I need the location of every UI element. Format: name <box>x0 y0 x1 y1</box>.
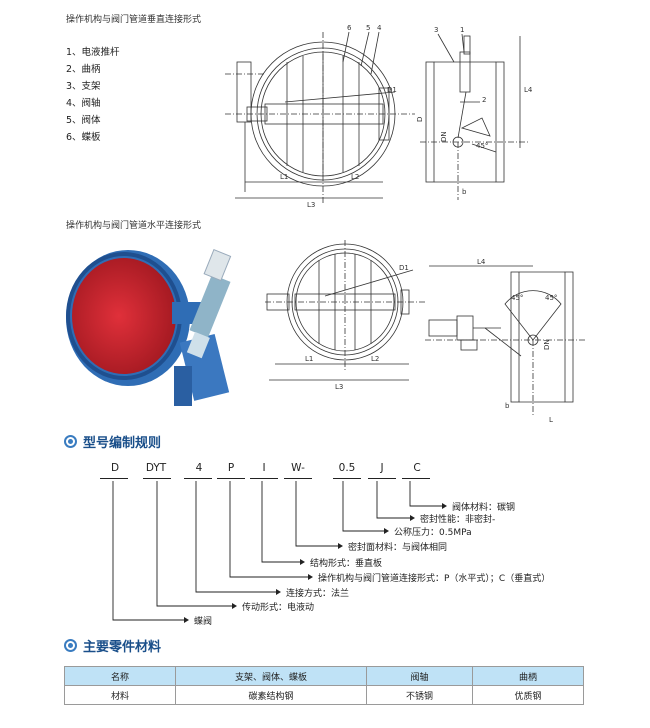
bullet-icon <box>64 435 77 448</box>
code-item: J <box>380 462 384 474</box>
valve-photo <box>66 248 232 406</box>
svg-text:L2: L2 <box>371 355 379 363</box>
svg-text:L1: L1 <box>280 173 288 181</box>
bullet-icon <box>64 639 77 652</box>
code-underline <box>284 478 312 479</box>
svg-text:45°: 45° <box>476 142 488 150</box>
svg-text:b: b <box>462 188 467 196</box>
table-header-cell: 支架、阀体、蝶板 <box>175 666 367 686</box>
svg-text:1: 1 <box>460 26 464 34</box>
model-section-title: 型号编制规则 <box>64 432 161 451</box>
part-item: 4、阀轴 <box>66 98 101 109</box>
part-item: 1、电液推杆 <box>66 47 120 58</box>
svg-text:L3: L3 <box>335 383 343 391</box>
svg-text:3: 3 <box>434 26 438 34</box>
model-desc: 操作机构与阀门管道连接形式：P（水平式）；C（垂直式） <box>318 574 551 584</box>
model-desc: 公称压力：0.5MPa <box>394 528 472 538</box>
table-header-cell: 曲柄 <box>472 666 584 686</box>
code-item: DYT <box>145 462 167 474</box>
part-item: 5、阀体 <box>66 115 101 126</box>
table-cell: 材料 <box>64 685 176 705</box>
table-cell: 不锈钢 <box>366 685 473 705</box>
table-header-row: 名称 支架、阀体、蝶板 阀轴 曲柄 <box>64 666 584 686</box>
code-item: 4 <box>195 462 203 474</box>
part-item: 3、支架 <box>66 81 101 92</box>
svg-text:L4: L4 <box>524 86 533 94</box>
model-desc: 连接方式：法兰 <box>286 589 350 599</box>
svg-text:6: 6 <box>347 24 352 32</box>
code-item: C <box>413 462 421 474</box>
code-underline <box>143 478 171 479</box>
code-underline <box>100 478 128 479</box>
caption-vertical: 操作机构与阀门管道垂直连接形式 <box>66 15 202 25</box>
svg-text:2: 2 <box>482 96 486 104</box>
model-desc: 阀体材料：碳钢 <box>452 503 516 513</box>
part-item: 6、蝶板 <box>66 132 101 143</box>
svg-text:45°: 45° <box>545 294 557 302</box>
svg-text:5: 5 <box>366 24 370 32</box>
svg-text:b: b <box>505 402 510 410</box>
code-item: P <box>227 462 235 474</box>
model-desc: 传动形式：电液动 <box>242 603 315 613</box>
svg-text:DN: DN <box>440 131 448 142</box>
code-item: I <box>262 462 266 474</box>
code-item: 0.5 <box>338 462 356 474</box>
horizontal-side-drawing: L4 45° 45° DN bL <box>425 258 585 424</box>
model-desc: 蝶阀 <box>194 617 213 627</box>
table-cell: 碳素结构钢 <box>175 685 367 705</box>
materials-section-title: 主要零件材料 <box>64 636 161 655</box>
code-underline <box>402 478 430 479</box>
table-cell: 优质钢 <box>472 685 584 705</box>
table-header-cell: 阀轴 <box>366 666 473 686</box>
parts-list: 1、电液推杆 2、曲柄 3、支架 4、阀轴 5、阀体 6、蝶板 <box>66 44 120 146</box>
code-underline <box>217 478 245 479</box>
code-item: D <box>110 462 120 474</box>
svg-text:D1: D1 <box>387 86 397 94</box>
part-item: 2、曲柄 <box>66 64 101 75</box>
svg-text:L4: L4 <box>477 258 486 266</box>
svg-text:4: 4 <box>377 24 382 32</box>
model-desc: 密封面材料：与阀体相同 <box>348 543 448 553</box>
svg-text:L1: L1 <box>305 355 313 363</box>
caption-horizontal: 操作机构与阀门管道水平连接形式 <box>66 221 202 231</box>
svg-text:L3: L3 <box>307 201 315 209</box>
vertical-side-drawing: 3 1 2 L4D DN 45° b <box>416 26 533 200</box>
svg-text:D: D <box>416 117 424 122</box>
svg-text:L2: L2 <box>351 173 359 181</box>
model-desc: 结构形式：垂直板 <box>310 559 383 569</box>
model-desc: 密封性能：非密封- <box>420 515 496 525</box>
svg-text:D1: D1 <box>399 264 409 272</box>
code-underline <box>333 478 361 479</box>
svg-text:L: L <box>549 416 553 424</box>
code-underline <box>184 478 212 479</box>
table-header-cell: 名称 <box>64 666 176 686</box>
code-underline <box>250 478 278 479</box>
code-item: W- <box>291 462 305 474</box>
code-underline <box>368 478 396 479</box>
svg-text:45°: 45° <box>511 294 523 302</box>
table-row: 材料 碳素结构钢 不锈钢 优质钢 <box>64 685 584 705</box>
materials-table: 名称 支架、阀体、蝶板 阀轴 曲柄 材料 碳素结构钢 不锈钢 优质钢 <box>64 666 584 705</box>
svg-text:DN: DN <box>543 339 551 350</box>
